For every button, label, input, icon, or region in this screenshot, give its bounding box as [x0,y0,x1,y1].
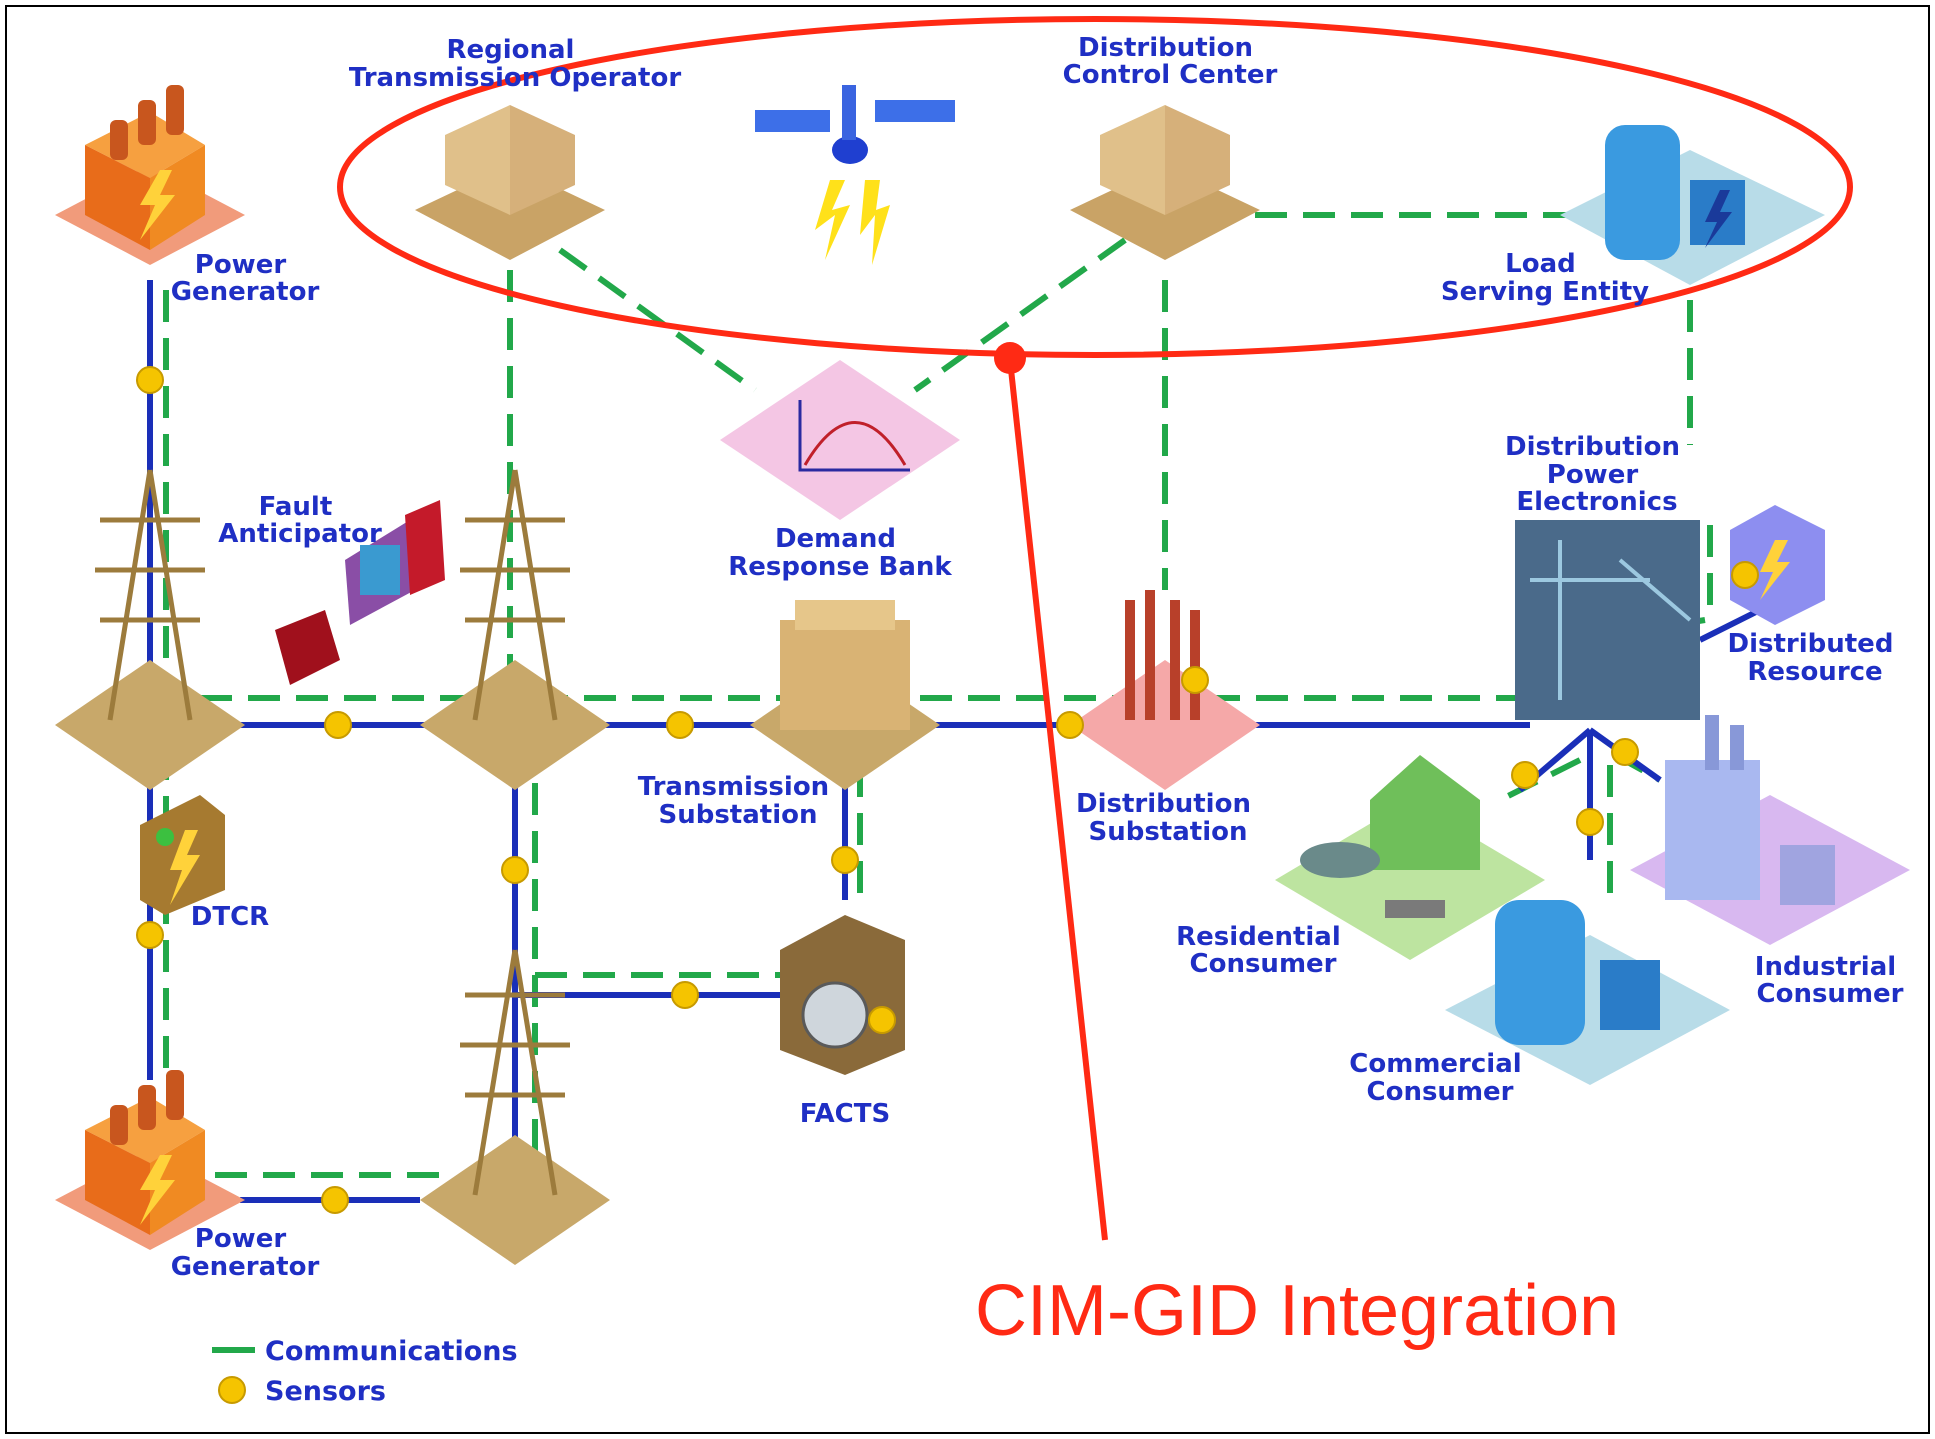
distribution-power-electronics [1515,520,1700,720]
sensor [1611,738,1639,766]
callout-anchor-dot [994,342,1026,374]
fault-anticipator-computer [275,500,445,685]
power-generator-bottom [55,1070,245,1250]
legend-communications-label: Communications [265,1336,518,1367]
commercial-consumer [1445,900,1730,1085]
transmission-tower-left [55,469,245,790]
sensor [1576,808,1604,836]
load-serving-entity-building [1560,125,1825,285]
label-distribution-power-electronics: Distribution Power Electronics [1505,432,1689,517]
sensor [868,1006,896,1034]
sensor [1731,561,1759,589]
sensor [1511,761,1539,789]
callout-text: CIM-GID Integration [975,1271,1619,1351]
transmission-tower-bottom [420,949,610,1265]
cim-gid-highlight [337,16,1853,1241]
label-industrial-consumer: Industrial Consumer [1755,952,1905,1009]
facts-device [780,915,905,1075]
sensor [136,366,164,394]
distributed-resource [1730,505,1825,625]
sensor [501,856,529,884]
label-regional-transmission-operator: Regional Transmission Operator [349,35,682,93]
label-dtcr: DTCR [191,902,269,932]
sensors [136,366,1759,1214]
label-demand-response-bank: Demand Response Bank [728,524,952,582]
label-facts: FACTS [800,1099,890,1129]
power-generator-top [55,85,245,265]
regional-transmission-operator-room [415,105,605,260]
label-distribution-control-center: Distribution Control Center [1063,33,1278,90]
legend-sensor-swatch [218,1376,246,1404]
label-power-generator-bottom: Power Generator [171,1224,320,1282]
distribution-substation [1070,590,1260,790]
satellite-icon [755,85,955,265]
demand-response-bank [720,360,960,520]
transmission-tower-mid [420,469,610,790]
label-residential-consumer: Residential Consumer [1176,922,1350,979]
label-commercial-consumer: Commercial Consumer [1349,1049,1530,1107]
sensor [831,846,859,874]
industrial-consumer [1630,715,1910,945]
sensor [1056,711,1084,739]
legend: Communications Sensors [212,1336,518,1407]
label-distribution-substation: Distribution Substation [1076,789,1260,847]
transmission-substation [750,600,940,790]
sensor [324,711,352,739]
label-distributed-resource: Distributed Resource [1728,629,1903,687]
legend-sensors-label: Sensors [265,1376,386,1407]
label-transmission-substation: Transmission Substation [638,772,839,830]
label-load-serving-entity: Load Serving Entity [1441,249,1649,307]
sensor [321,1186,349,1214]
sensor [136,921,164,949]
dtcr-device [140,795,225,915]
sensor [1181,666,1209,694]
residential-consumer [1275,755,1545,960]
sensor [666,711,694,739]
sensor [671,981,699,1009]
label-fault-anticipator: Fault Anticipator [218,492,382,549]
label-power-generator-top: Power Generator [171,250,320,307]
distribution-control-center-room [1070,105,1260,260]
